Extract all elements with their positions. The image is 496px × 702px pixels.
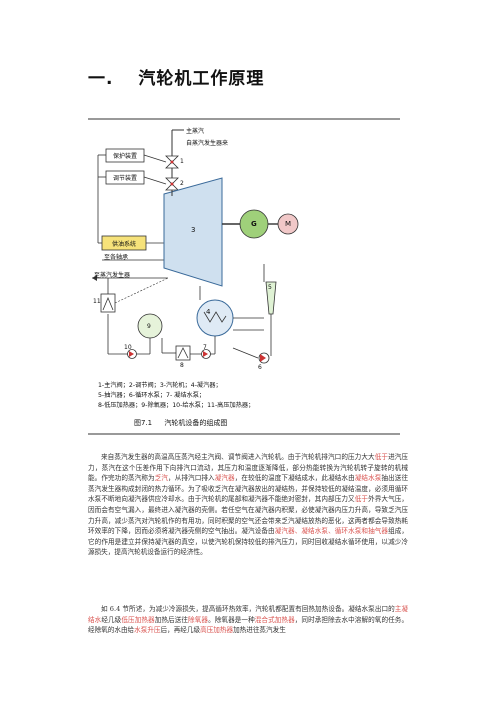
text-run: 加热后送往 [154, 615, 189, 624]
text-run: 后，再经几级 [160, 626, 201, 635]
text-run: 如 6.4 节所述，为减少冷源损失，提高循环热效率，汽轮机都配置有回热加热设备。… [101, 605, 395, 613]
text-run: 经几级 [101, 615, 122, 624]
label-condenser: 4 [206, 308, 211, 316]
label-ejector: 5 [268, 284, 272, 291]
caption-number: 图7.1 [134, 419, 153, 427]
highlighted-term: 低于 [374, 453, 389, 461]
caption-text: 汽轮机设备的组成图 [164, 419, 228, 427]
text-run: 组成，它的作用是建立并保持凝汽器的真空，以使汽轮机保持较低的排汽压力，同时回收凝… [88, 527, 409, 557]
text-run: 。除氧器是一种 [208, 615, 255, 624]
highlighted-term: 除氧器 [188, 615, 209, 624]
highlighted-term: 凝汽器 [214, 474, 235, 483]
label-protection: 保护装置 [112, 153, 137, 160]
label-heater-11: 11 [93, 298, 101, 305]
highlighted-term: 低压加热器 [121, 615, 155, 624]
protection-box [105, 148, 145, 163]
label-oil-supply: 供油系统 [111, 241, 136, 248]
label-turbine: 3 [191, 226, 196, 234]
label-valve-1: 1 [180, 158, 184, 165]
label-deaerator-9: 9 [147, 323, 151, 330]
label-pump-10: 10 [124, 344, 132, 351]
regulating-valve-icon [165, 177, 179, 191]
highlighted-term: 混合式加热器 [254, 615, 295, 624]
legend-line-2: 5-抽汽器；6-循环水泵；7- 凝结水泵； [98, 392, 206, 399]
body-paragraph-1: 来自蒸汽发生器的高温高压蒸汽经主汽阀、调节阀进入汽轮机。由于汽轮机排汽口的压力大… [88, 452, 408, 558]
text-run: 来自蒸汽发生器的高温高压蒸汽经主汽阀、调节阀进入汽轮机。由于汽轮机排汽口的压力大… [101, 453, 375, 461]
regulating-box [105, 170, 145, 185]
highlighted-term: 低于 [354, 495, 369, 504]
text-run: 进汽压力，蒸汽在这个压差作用下向排汽口流动，其压力和温度逐渐降低，部分热能转换为… [88, 453, 409, 483]
label-regulating: 调节装置 [112, 175, 137, 182]
highlighted-term: 乏汽 [154, 474, 169, 483]
highlighted-term: 水泵升压 [134, 626, 161, 635]
highlighted-term: 凝汽器、凝结水泵、循环水泵和抽气器 [274, 527, 389, 536]
label-main-steam: 主蒸汽 [186, 128, 205, 135]
highlighted-term: 高压加热器 [200, 626, 234, 635]
main-valve-icon [165, 155, 179, 169]
text-run: ，从排汽口排入 [168, 474, 215, 483]
legend-line-1: 1-主汽阀；2-调节阀；3-汽轮机；4-凝汽器； [98, 382, 222, 389]
condenser-icon [196, 299, 234, 337]
label-valve-2: 2 [180, 180, 184, 187]
section-number: 一. [88, 69, 114, 89]
label-heater-8: 8 [180, 362, 184, 369]
label-generator: G [251, 220, 257, 228]
label-to-steam-gen: 至蒸汽发生器 [94, 272, 131, 279]
text-run: ，在较低的温度下凝结成水，此凝结水由 [234, 474, 355, 483]
diagram-graphic [88, 118, 400, 435]
label-motor: M [285, 220, 292, 228]
text-run: 加热进往蒸汽发生 [233, 626, 286, 635]
label-from-generator: 自蒸汽发生器来 [186, 140, 229, 147]
label-pump-6: 6 [258, 364, 262, 371]
label-pump-7: 7 [203, 344, 207, 351]
turbine-body [163, 177, 223, 287]
highlighted-term: 主凝结水 [88, 605, 409, 624]
text-run: 外界大气压，因而会有空气漏入，最终进入凝汽器的壳侧。若任空气在凝汽器内积聚，必使… [88, 495, 409, 536]
section-title: 汽轮机工作原理 [138, 69, 265, 89]
body-paragraph-2: 如 6.4 节所述，为减少冷源损失，提高循环热效率，汽轮机都配置有回热加热设备。… [88, 604, 408, 636]
text-run: ，同时承担除去水中溶解的氧的任务。经除氧的水由给 [88, 615, 409, 635]
text-run: 抽出送往蒸汽发生器构成封闭的热力循环。为了吸收乏汽在凝汽器放出的凝结热，并保持较… [88, 474, 409, 504]
ejector-icon [265, 281, 277, 315]
turbine-diagram: 主蒸汽 自蒸汽发生器来 保护装置 调节装置 供油系统 至各轴承 至蒸汽发生器 1… [88, 118, 400, 436]
legend-line-3: 8-低压加热器；9-除氧器；10-给水泵；11-高压加热器； [98, 402, 255, 409]
label-to-bearings: 至各轴承 [104, 254, 129, 261]
highlighted-term: 凝结水泵 [354, 474, 382, 483]
section-heading: 一. 汽轮机工作原理 [88, 64, 264, 89]
motor-icon [277, 213, 299, 235]
figure-caption: 图7.1 汽轮机设备的组成图 [134, 418, 227, 428]
